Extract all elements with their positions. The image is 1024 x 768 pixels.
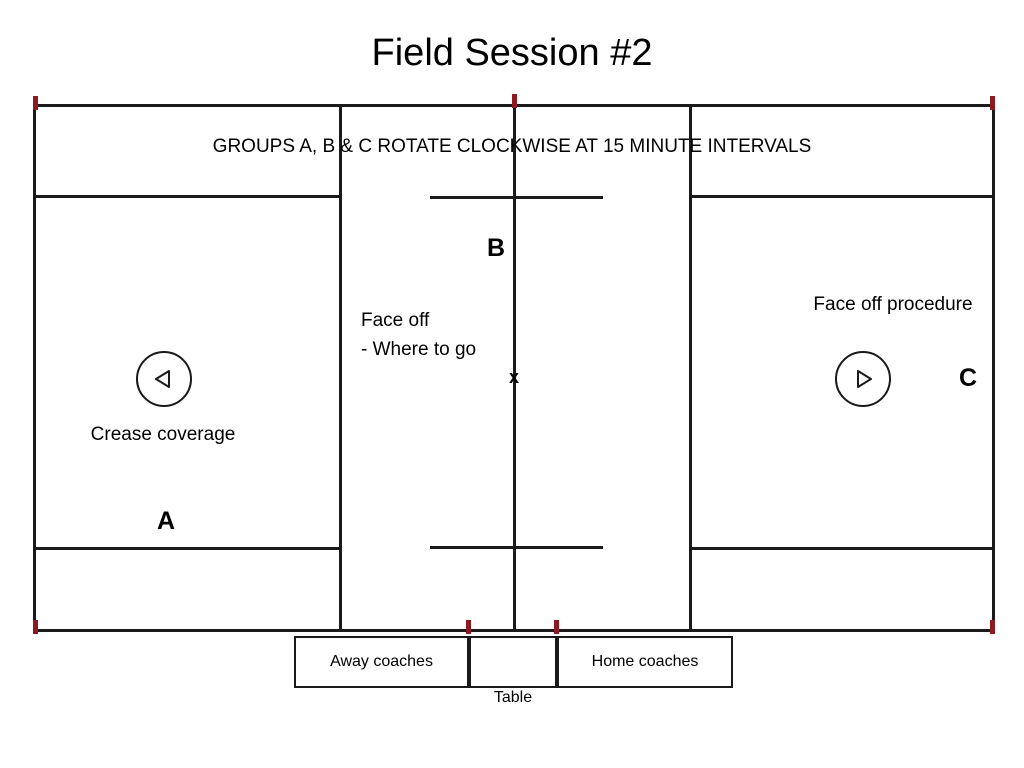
right-zone-top-line xyxy=(689,195,995,198)
center-zone-bottom-line xyxy=(430,546,603,549)
field-left-line xyxy=(33,104,36,632)
zone-divider-left xyxy=(339,104,342,632)
bench-marker-right xyxy=(554,620,559,634)
corner-marker-top-right xyxy=(990,96,995,110)
field-center-line xyxy=(513,104,516,632)
away-coaches-box: Away coaches xyxy=(294,636,469,688)
rotation-instruction-text: GROUPS A, B & C ROTATE CLOCKWISE AT 15 M… xyxy=(212,136,812,157)
page-title: Field Session #2 xyxy=(371,32,653,74)
zone-a-letter: A xyxy=(156,507,176,535)
away-coaches-label: Away coaches xyxy=(330,653,433,670)
zone-a-label: Crease coverage xyxy=(90,424,236,445)
zone-b-letter: B xyxy=(486,234,506,262)
zone-c-letter: C xyxy=(958,364,978,392)
zone-divider-right xyxy=(689,104,692,632)
table-middle-box xyxy=(469,636,557,688)
zone-b-label-line2: - Where to go xyxy=(361,339,477,360)
left-zone-top-line xyxy=(33,195,341,198)
corner-marker-top-center xyxy=(512,94,517,108)
right-zone-bottom-line xyxy=(689,547,995,550)
zone-b-label-line1: Face off xyxy=(361,310,430,331)
table-caption: Table xyxy=(493,689,533,706)
bench-marker-left xyxy=(466,620,471,634)
home-coaches-box: Home coaches xyxy=(557,636,733,688)
left-zone-bottom-line xyxy=(33,547,341,550)
faceoff-spot-marker: x xyxy=(509,367,520,387)
zone-c-label: Face off procedure xyxy=(813,294,973,315)
corner-marker-bottom-right xyxy=(990,620,995,634)
field-right-line xyxy=(992,104,995,632)
center-zone-top-line xyxy=(430,196,603,199)
corner-marker-bottom-left xyxy=(33,620,38,634)
triangle-right-icon xyxy=(835,351,891,407)
corner-marker-top-left xyxy=(33,96,38,110)
home-coaches-label: Home coaches xyxy=(591,653,699,670)
triangle-left-icon xyxy=(136,351,192,407)
